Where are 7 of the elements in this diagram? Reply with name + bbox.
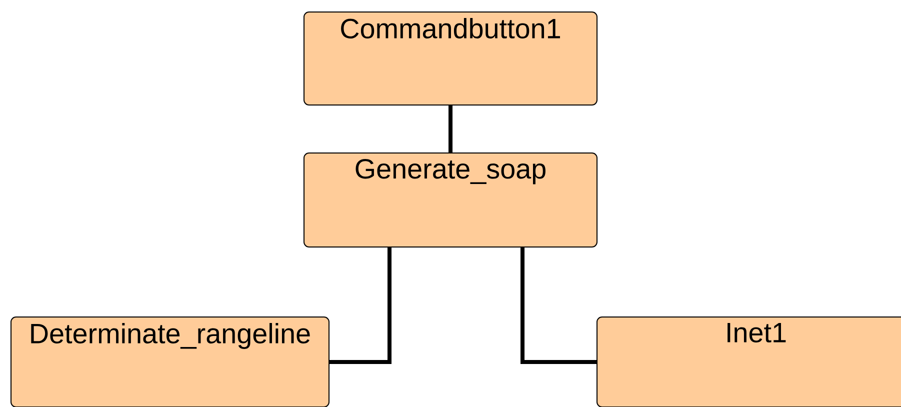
connector-line (520, 248, 596, 364)
process-box: Generate_soap (304, 152, 598, 248)
connector-line (330, 248, 392, 364)
process-box: Inet1 (596, 316, 901, 407)
connector-line (448, 106, 452, 152)
process-box: Commandbutton1 (304, 12, 598, 106)
process-box: Determinate_rangeline (10, 316, 330, 407)
